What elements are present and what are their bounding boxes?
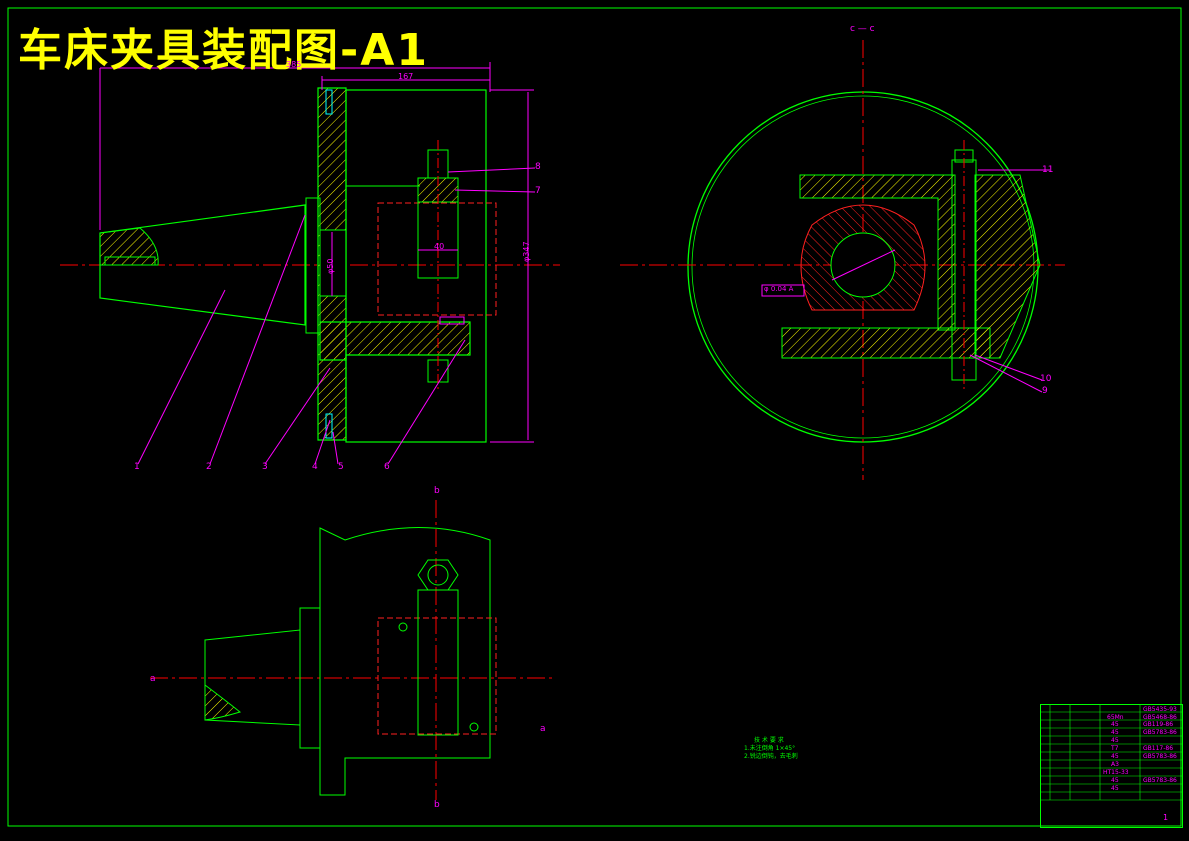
main-view: [60, 62, 560, 465]
drawing-border: [7, 7, 1182, 827]
balloon-5: 5: [338, 462, 344, 472]
balloon-1: 1: [134, 462, 140, 472]
bom-code-6: GB5783-86: [1143, 753, 1177, 760]
bom-material-1: 65Mn: [1107, 714, 1124, 721]
dim-pin-width: 40: [434, 242, 445, 251]
drawing-title: 车床夹具装配图-A1: [18, 25, 429, 76]
balloon-10: 10: [1040, 374, 1052, 384]
bom-frame: GB5435-93 GB5468-86 GB119-86 GB5783-86 G…: [1040, 704, 1183, 828]
section-label-a-right: a: [540, 724, 546, 734]
section-label-b-top: b: [434, 486, 440, 496]
bom-material-10: 45: [1111, 785, 1119, 792]
notes-line-1: 1.未注倒角 1×45°: [744, 745, 796, 752]
bom-code-5: GB117-86: [1143, 745, 1174, 752]
bom-material-9: 45: [1111, 777, 1119, 784]
balloon-7: 7: [535, 186, 541, 196]
balloon-11: 11: [1042, 165, 1054, 175]
bom-code-2: GB5468-86: [1143, 714, 1177, 721]
dim-diameter-outer: φ347: [522, 241, 531, 262]
section-label-c: c — c: [850, 24, 875, 34]
balloon-6: 6: [384, 462, 390, 472]
dim-diameter-bore: φ50: [326, 258, 335, 274]
dim-body-length: 167: [398, 72, 414, 81]
bottom-view: [150, 500, 555, 800]
tolerance-frame-text: φ 0.04 A: [764, 285, 794, 293]
bom-code-4: GB5783-86: [1143, 729, 1177, 736]
title-block-sheet: 1: [1163, 813, 1169, 822]
bom-material-7: A3: [1111, 761, 1119, 768]
balloon-9: 9: [1042, 386, 1048, 396]
dim-overall-length: 385: [286, 60, 302, 69]
bom-code-1: GB5435-93: [1143, 706, 1177, 713]
balloon-8: 8: [535, 162, 541, 172]
notes-line-2: 2.锐边倒钝，去毛刺: [744, 753, 798, 760]
notes-heading: 技 术 要 求: [754, 737, 784, 744]
bom-material-6: 45: [1111, 753, 1119, 760]
bom-material-8: HT15-33: [1103, 769, 1129, 776]
bom-table: [1040, 704, 1182, 801]
bom-material-3: 45: [1111, 729, 1119, 736]
bom-material-5: T7: [1111, 745, 1119, 752]
balloon-3: 3: [262, 462, 268, 472]
section-c-view: [620, 40, 1065, 480]
bom-material-4: 45: [1111, 737, 1119, 744]
technical-notes: 技 术 要 求 1.未注倒角 1×45° 2.锐边倒钝，去毛刺: [744, 737, 798, 761]
section-label-a-left: a: [150, 674, 156, 684]
bom-code-3: GB119-86: [1143, 721, 1174, 728]
section-label-b-bottom: b: [434, 800, 440, 810]
bom-code-7: GB5783-86: [1143, 777, 1177, 784]
bom-material-2: 45: [1111, 721, 1119, 728]
balloon-2: 2: [206, 462, 212, 472]
balloon-4: 4: [312, 462, 318, 472]
